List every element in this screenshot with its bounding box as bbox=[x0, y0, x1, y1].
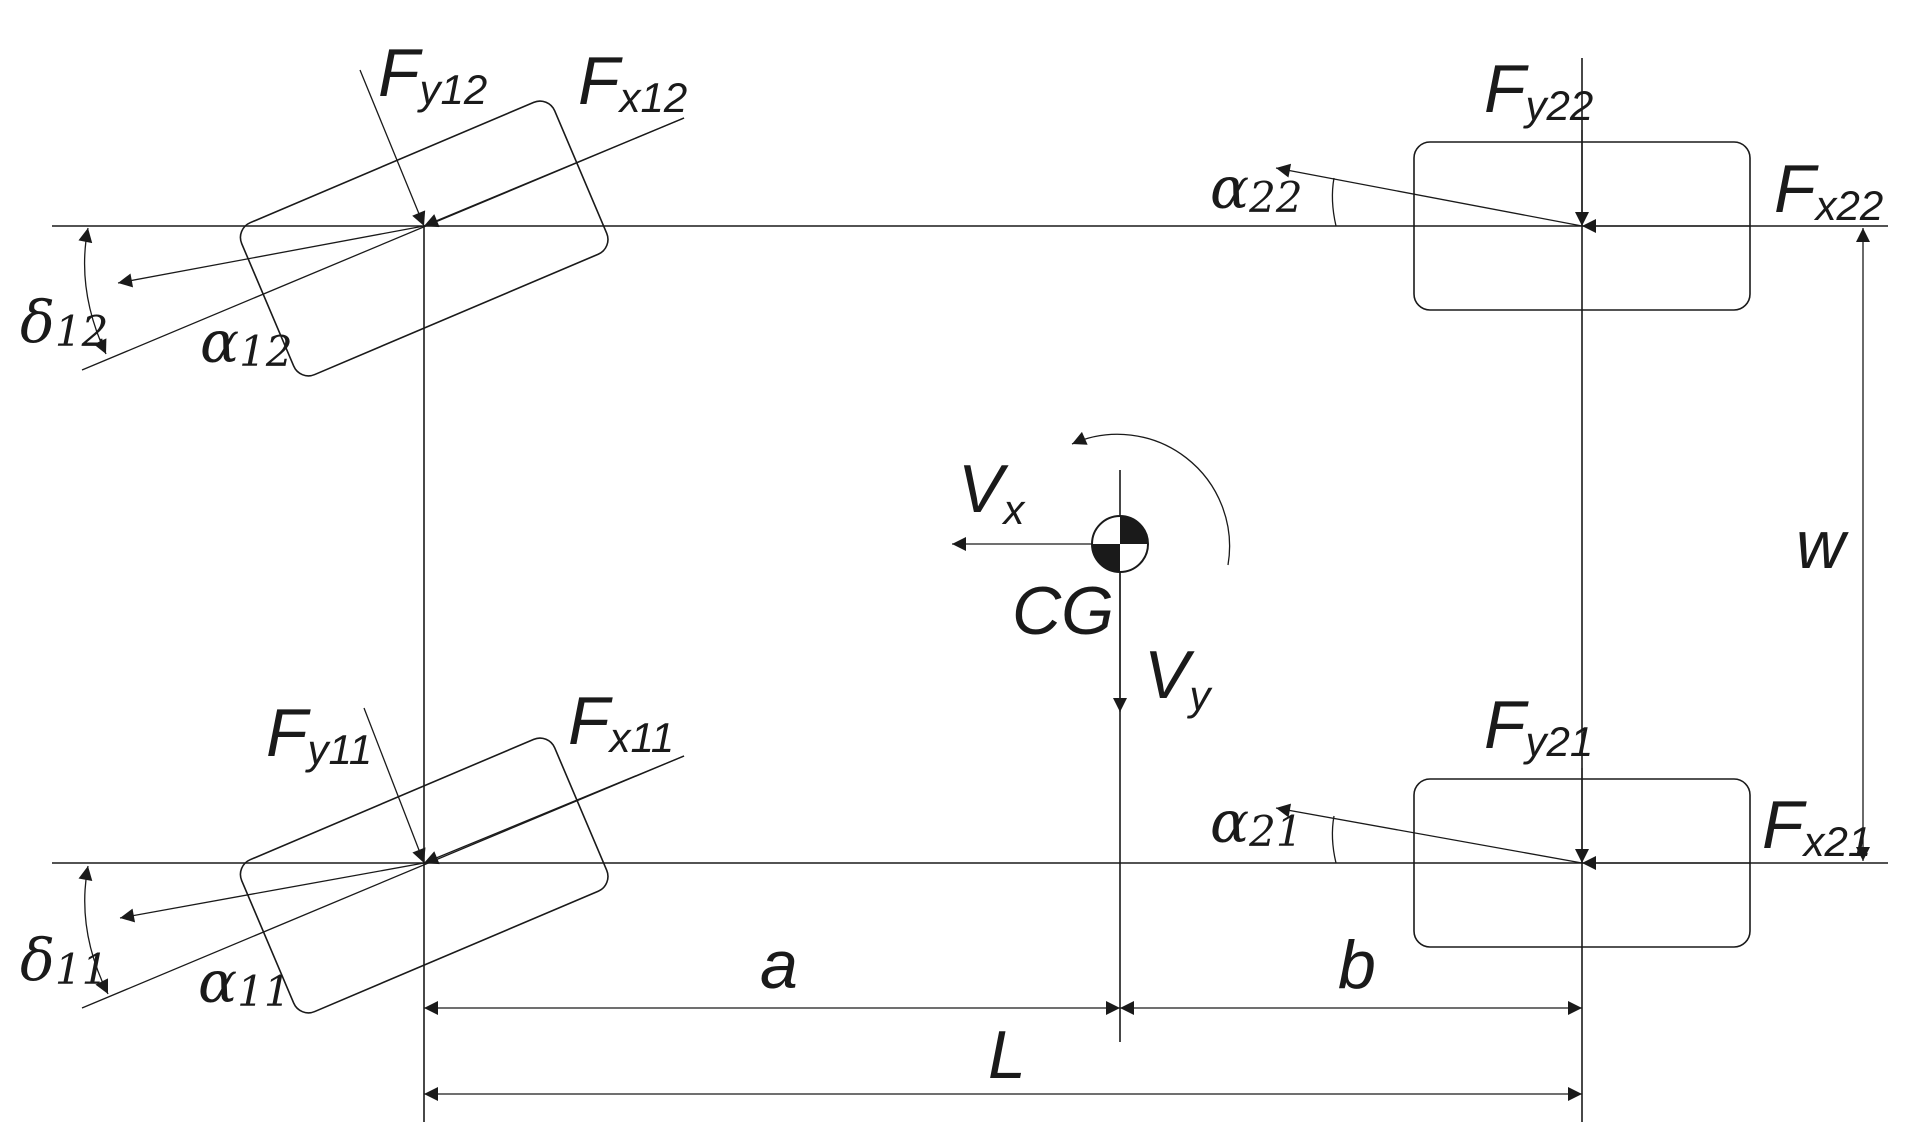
delta11-arc bbox=[78, 865, 109, 995]
label-delta12: δ12 bbox=[20, 288, 108, 356]
label-fx11: Fx11 bbox=[568, 683, 674, 761]
tire-11 bbox=[239, 737, 609, 1014]
label-alpha12: α12 bbox=[200, 308, 293, 376]
fy11-arrow bbox=[363, 707, 426, 864]
fy12-arrow bbox=[359, 69, 426, 227]
label-alpha21: α21 bbox=[1210, 788, 1303, 856]
velocity-arrow-12 bbox=[117, 225, 425, 288]
label-b: b bbox=[1338, 927, 1376, 1003]
wheel-plane-line-11 bbox=[81, 755, 685, 1009]
label-fx21: Fx21 bbox=[1762, 787, 1871, 865]
label-fy22: Fy22 bbox=[1484, 51, 1593, 129]
label-cg: CG bbox=[1012, 573, 1114, 649]
delta12-arc bbox=[78, 227, 107, 355]
label-fy21: Fy21 bbox=[1484, 687, 1593, 765]
label-fx22: Fx22 bbox=[1774, 151, 1883, 229]
label-w: w bbox=[1796, 507, 1849, 583]
tire-12 bbox=[239, 100, 609, 377]
label-alpha11: α11 bbox=[198, 948, 291, 1016]
label-fy11: Fy11 bbox=[266, 695, 372, 773]
label-vx: Vx bbox=[958, 451, 1026, 533]
yaw-rate-arc bbox=[1071, 431, 1231, 566]
label-fy12: Fy12 bbox=[378, 35, 487, 113]
alpha22-arc bbox=[1331, 177, 1337, 227]
label-vy: Vy bbox=[1144, 637, 1213, 719]
cg-symbol bbox=[1091, 515, 1149, 573]
label-l: L bbox=[988, 1017, 1026, 1093]
label-fx12: Fx12 bbox=[578, 43, 687, 121]
fx11-arrow bbox=[423, 755, 685, 865]
label-delta11: δ11 bbox=[20, 926, 108, 994]
label-a: a bbox=[760, 927, 798, 1003]
alpha21-arc bbox=[1331, 815, 1337, 864]
fx12-arrow bbox=[423, 117, 685, 228]
velocity-arrow-22 bbox=[1275, 163, 1583, 227]
velocity-arrow-21 bbox=[1275, 803, 1583, 864]
label-alpha22: α22 bbox=[1210, 154, 1303, 222]
velocity-arrow-11 bbox=[119, 862, 425, 923]
